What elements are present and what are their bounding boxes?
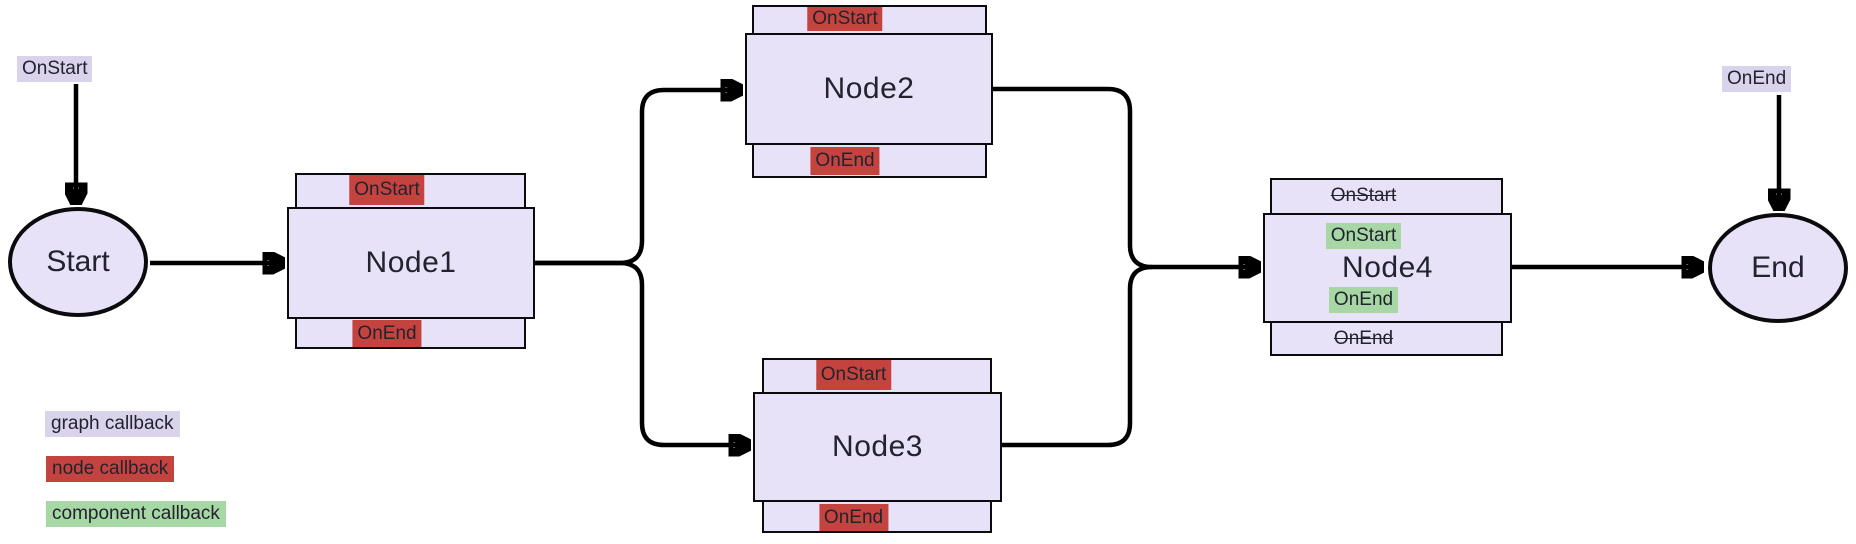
node3-onstart-callback: OnStart	[815, 360, 892, 390]
edge-node1-to-node2	[535, 90, 743, 266]
node4-component-onend-callback: OnEnd	[1328, 287, 1399, 313]
edge-node2-to-node4	[993, 86, 1261, 267]
end-node-label: End	[1751, 251, 1805, 284]
node4-title: Node4	[1342, 251, 1433, 284]
node1: OnStart Node1 OnEnd	[287, 173, 535, 349]
legend-node-callback: node callback	[46, 456, 175, 482]
legend-component-callback: component callback	[46, 501, 226, 527]
node4-content: OnStart Node4 OnEnd	[1263, 213, 1512, 323]
node3-body	[753, 392, 1002, 502]
node4-skipped-onstart-callback: OnStart	[1330, 185, 1397, 206]
node3-title: Node3	[832, 430, 923, 463]
node2: OnStart Node2 OnEnd	[745, 5, 993, 178]
end-node: End	[1708, 213, 1848, 323]
legend-graph-callback: graph callback	[45, 411, 180, 437]
node2-body	[745, 33, 993, 145]
node3: OnStart Node3 OnEnd	[753, 358, 1002, 533]
node1-onstart-callback: OnStart	[349, 175, 425, 205]
node1-title: Node1	[365, 246, 457, 279]
graph-onend-label: OnEnd	[1722, 66, 1792, 92]
edge-node3-to-node4	[1002, 264, 1153, 448]
node2-title: Node2	[823, 72, 915, 105]
node4: OnStart OnStart Node4 OnEnd OnEnd	[1263, 178, 1512, 356]
node2-onstart-callback: OnStart	[807, 7, 883, 31]
node1-onend-callback: OnEnd	[352, 320, 422, 347]
graph-onstart-label: OnStart	[17, 56, 93, 82]
node1-body	[287, 207, 535, 319]
start-node: Start	[8, 207, 148, 317]
node4-skipped-onend-callback: OnEnd	[1333, 328, 1394, 349]
edge-node1-to-node3	[535, 260, 751, 445]
start-node-label: Start	[46, 245, 110, 278]
node2-onend-callback: OnEnd	[810, 147, 880, 175]
node3-onend-callback: OnEnd	[818, 504, 889, 531]
node4-component-onstart-callback: OnStart	[1325, 223, 1402, 249]
